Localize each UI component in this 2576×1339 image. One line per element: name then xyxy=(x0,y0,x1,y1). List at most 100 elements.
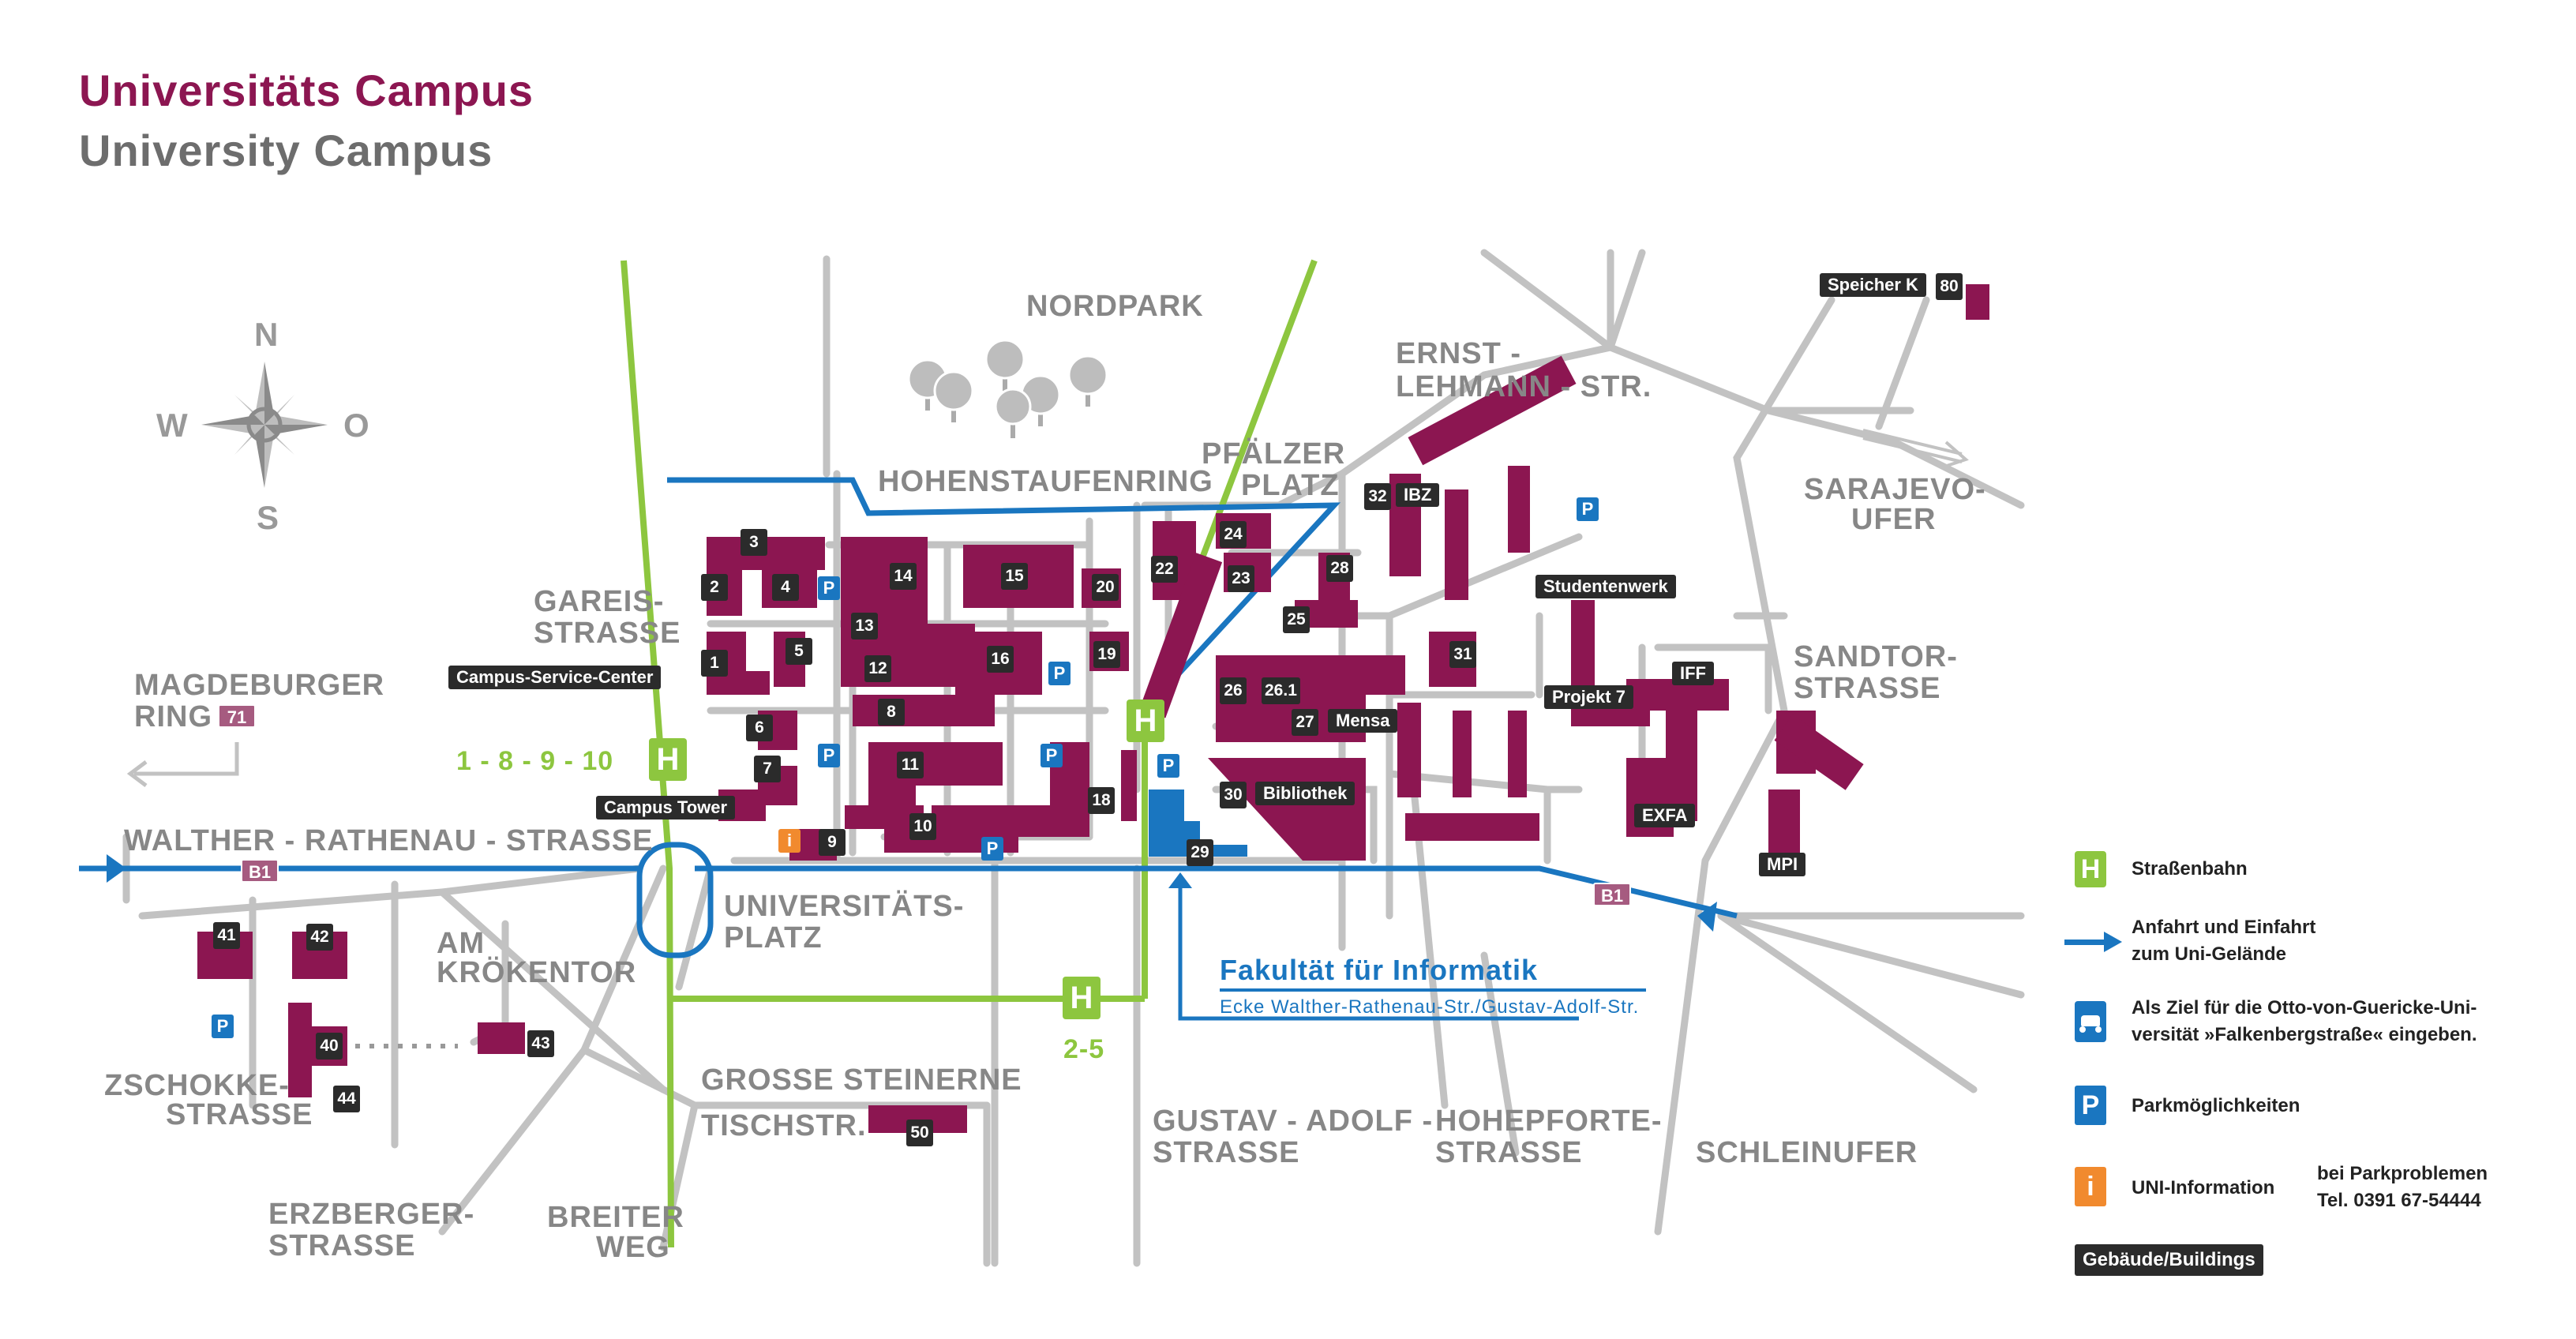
street-pfaelzer-1: PFÄLZER xyxy=(1202,437,1346,471)
street-breiter-2: WEG xyxy=(596,1231,670,1264)
building-number[interactable]: 50 xyxy=(906,1120,933,1146)
parking-icon[interactable]: P xyxy=(1577,497,1599,521)
street-breiter-1: BREITER xyxy=(547,1201,684,1234)
building-number[interactable]: 27 xyxy=(1292,709,1318,736)
building-number[interactable]: 20 xyxy=(1092,574,1119,601)
parking-icon[interactable]: P xyxy=(818,576,840,600)
magdeburger-ring-arrow xyxy=(126,742,239,787)
building-number[interactable]: 31 xyxy=(1449,641,1476,668)
label-iff[interactable]: IFF xyxy=(1672,662,1714,685)
building-number[interactable]: 42 xyxy=(306,924,333,951)
building-number[interactable]: 7 xyxy=(754,756,781,782)
building-number[interactable]: 30 xyxy=(1220,782,1247,808)
building-number[interactable]: 23 xyxy=(1228,565,1254,592)
building-number[interactable]: 12 xyxy=(864,655,891,682)
parking-icon[interactable]: P xyxy=(212,1015,234,1038)
building-number[interactable]: 18 xyxy=(1088,787,1115,814)
building-number[interactable]: 24 xyxy=(1220,521,1247,548)
building-number[interactable]: 16 xyxy=(987,646,1014,673)
label-exfa[interactable]: EXFA xyxy=(1634,804,1696,827)
street-grosse-steinerne: GROSSE STEINERNE xyxy=(701,1063,1022,1097)
label-speicher-k[interactable]: Speicher K xyxy=(1820,273,1926,297)
street-erzberger-1: ERZBERGER- xyxy=(268,1198,475,1231)
building-number[interactable]: 32 xyxy=(1364,483,1391,510)
street-uniplatz-1: UNIVERSITÄTS- xyxy=(724,890,965,923)
building-number[interactable]: 3 xyxy=(741,529,767,556)
building-number[interactable]: 26.1 xyxy=(1262,677,1300,704)
label-bibliothek[interactable]: Bibliothek xyxy=(1255,782,1355,805)
building-number[interactable]: 41 xyxy=(213,922,240,949)
street-hohepforte-1: HOHEPFORTE- xyxy=(1435,1105,1663,1138)
street-kroekentor-1: AM xyxy=(437,927,486,960)
info-icon[interactable]: i xyxy=(778,829,801,853)
compass-north: N xyxy=(254,316,279,353)
legend-arrival-1: Anfahrt und Einfahrt xyxy=(2132,917,2316,938)
access-arrow-west xyxy=(107,854,126,883)
building-number[interactable]: 44 xyxy=(333,1086,360,1112)
legend-parking: Parkmöglichkeiten xyxy=(2132,1095,2300,1116)
legend-parkproblem-2: Tel. 0391 67-54444 xyxy=(2317,1190,2481,1211)
building-number[interactable]: 25 xyxy=(1283,606,1310,633)
building-number[interactable]: 28 xyxy=(1326,555,1353,582)
label-ibz[interactable]: IBZ xyxy=(1396,483,1440,507)
label-mpi[interactable]: MPI xyxy=(1759,853,1806,876)
street-sarajevo-1: SARAJEVO- xyxy=(1804,473,1986,506)
tram-stop-south[interactable]: H xyxy=(1063,977,1101,1019)
b1-marker-east: B1 xyxy=(1593,883,1631,906)
street-magdeburger-1: MAGDEBURGER xyxy=(134,669,385,702)
label-campus-service-center[interactable]: Campus-Service-Center xyxy=(448,666,662,689)
parking-icon[interactable]: P xyxy=(981,837,1003,861)
legend-buildings: Gebäude/Buildings xyxy=(2075,1244,2263,1276)
legend-access-line xyxy=(2064,940,2108,945)
fakultaet-address: Ecke Walther-Rathenau-Str./Gustav-Adolf-… xyxy=(1220,996,1640,1018)
fakultaet-name[interactable]: Fakultät für Informatik xyxy=(1220,954,1539,986)
building-number[interactable]: 26 xyxy=(1220,677,1247,704)
building-number[interactable]: 40 xyxy=(316,1033,343,1060)
car-navigation-icon xyxy=(2075,1001,2106,1042)
street-ernst-lehmann-1: ERNST - xyxy=(1396,337,1521,370)
tram-stop-north[interactable]: H xyxy=(1127,700,1164,742)
building-number[interactable]: 15 xyxy=(1001,563,1028,590)
street-nordpark: NORDPARK xyxy=(1026,290,1204,323)
building-number[interactable]: 19 xyxy=(1093,641,1120,668)
compass-south: S xyxy=(257,499,279,536)
street-uniplatz-2: PLATZ xyxy=(724,921,823,955)
building-number[interactable]: 5 xyxy=(786,638,812,665)
label-campus-tower[interactable]: Campus Tower xyxy=(596,796,736,820)
street-walther-rathenau: WALTHER - RATHENAU - STRASSE xyxy=(124,824,654,857)
building-number[interactable]: 10 xyxy=(909,813,936,840)
street-gareis-1: GAREIS- xyxy=(534,585,665,618)
building-number[interactable]: 80 xyxy=(1936,273,1963,300)
building-number[interactable]: 8 xyxy=(878,699,905,726)
legend-arrival-2: zum Uni-Gelände xyxy=(2132,943,2287,965)
parking-icon[interactable]: P xyxy=(818,744,840,767)
label-studentenwerk[interactable]: Studentenwerk xyxy=(1535,575,1676,598)
building-number[interactable]: 14 xyxy=(890,563,917,590)
label-mensa[interactable]: Mensa xyxy=(1328,709,1398,733)
street-zschokke-1: ZSCHOKKE- xyxy=(104,1069,290,1102)
street-sandtor-2: STRASSE xyxy=(1794,672,1941,705)
building-number[interactable]: 4 xyxy=(772,574,799,601)
street-tischstr: TISCHSTR. xyxy=(701,1109,867,1142)
parking-icon[interactable]: P xyxy=(1157,754,1179,778)
building-number[interactable]: 11 xyxy=(897,752,924,778)
label-projekt7[interactable]: Projekt 7 xyxy=(1544,685,1633,709)
compass-rose xyxy=(201,362,328,488)
building-number[interactable]: 22 xyxy=(1151,556,1178,583)
tram-stop-west[interactable]: H xyxy=(649,738,687,781)
building-number[interactable]: 2 xyxy=(701,574,728,601)
title-de: Universitäts Campus xyxy=(79,66,534,115)
compass-east: O xyxy=(343,407,369,444)
building-number[interactable]: 43 xyxy=(527,1030,554,1057)
street-hohepforte-2: STRASSE xyxy=(1435,1136,1583,1169)
legend-nav-1: Als Ziel für die Otto-von-Guericke-Uni- xyxy=(2132,997,2477,1018)
building-number[interactable]: 13 xyxy=(851,613,878,639)
building-number[interactable]: 6 xyxy=(746,715,773,741)
legend-nav-2: versität »Falkenbergstraße« eingeben. xyxy=(2132,1024,2477,1045)
building-number[interactable]: 1 xyxy=(701,650,728,677)
building-number[interactable]: 9 xyxy=(819,829,846,856)
parking-icon[interactable]: P xyxy=(1048,662,1071,685)
parking-icon[interactable]: P xyxy=(1041,744,1063,767)
building-number[interactable]: 29 xyxy=(1187,839,1213,866)
